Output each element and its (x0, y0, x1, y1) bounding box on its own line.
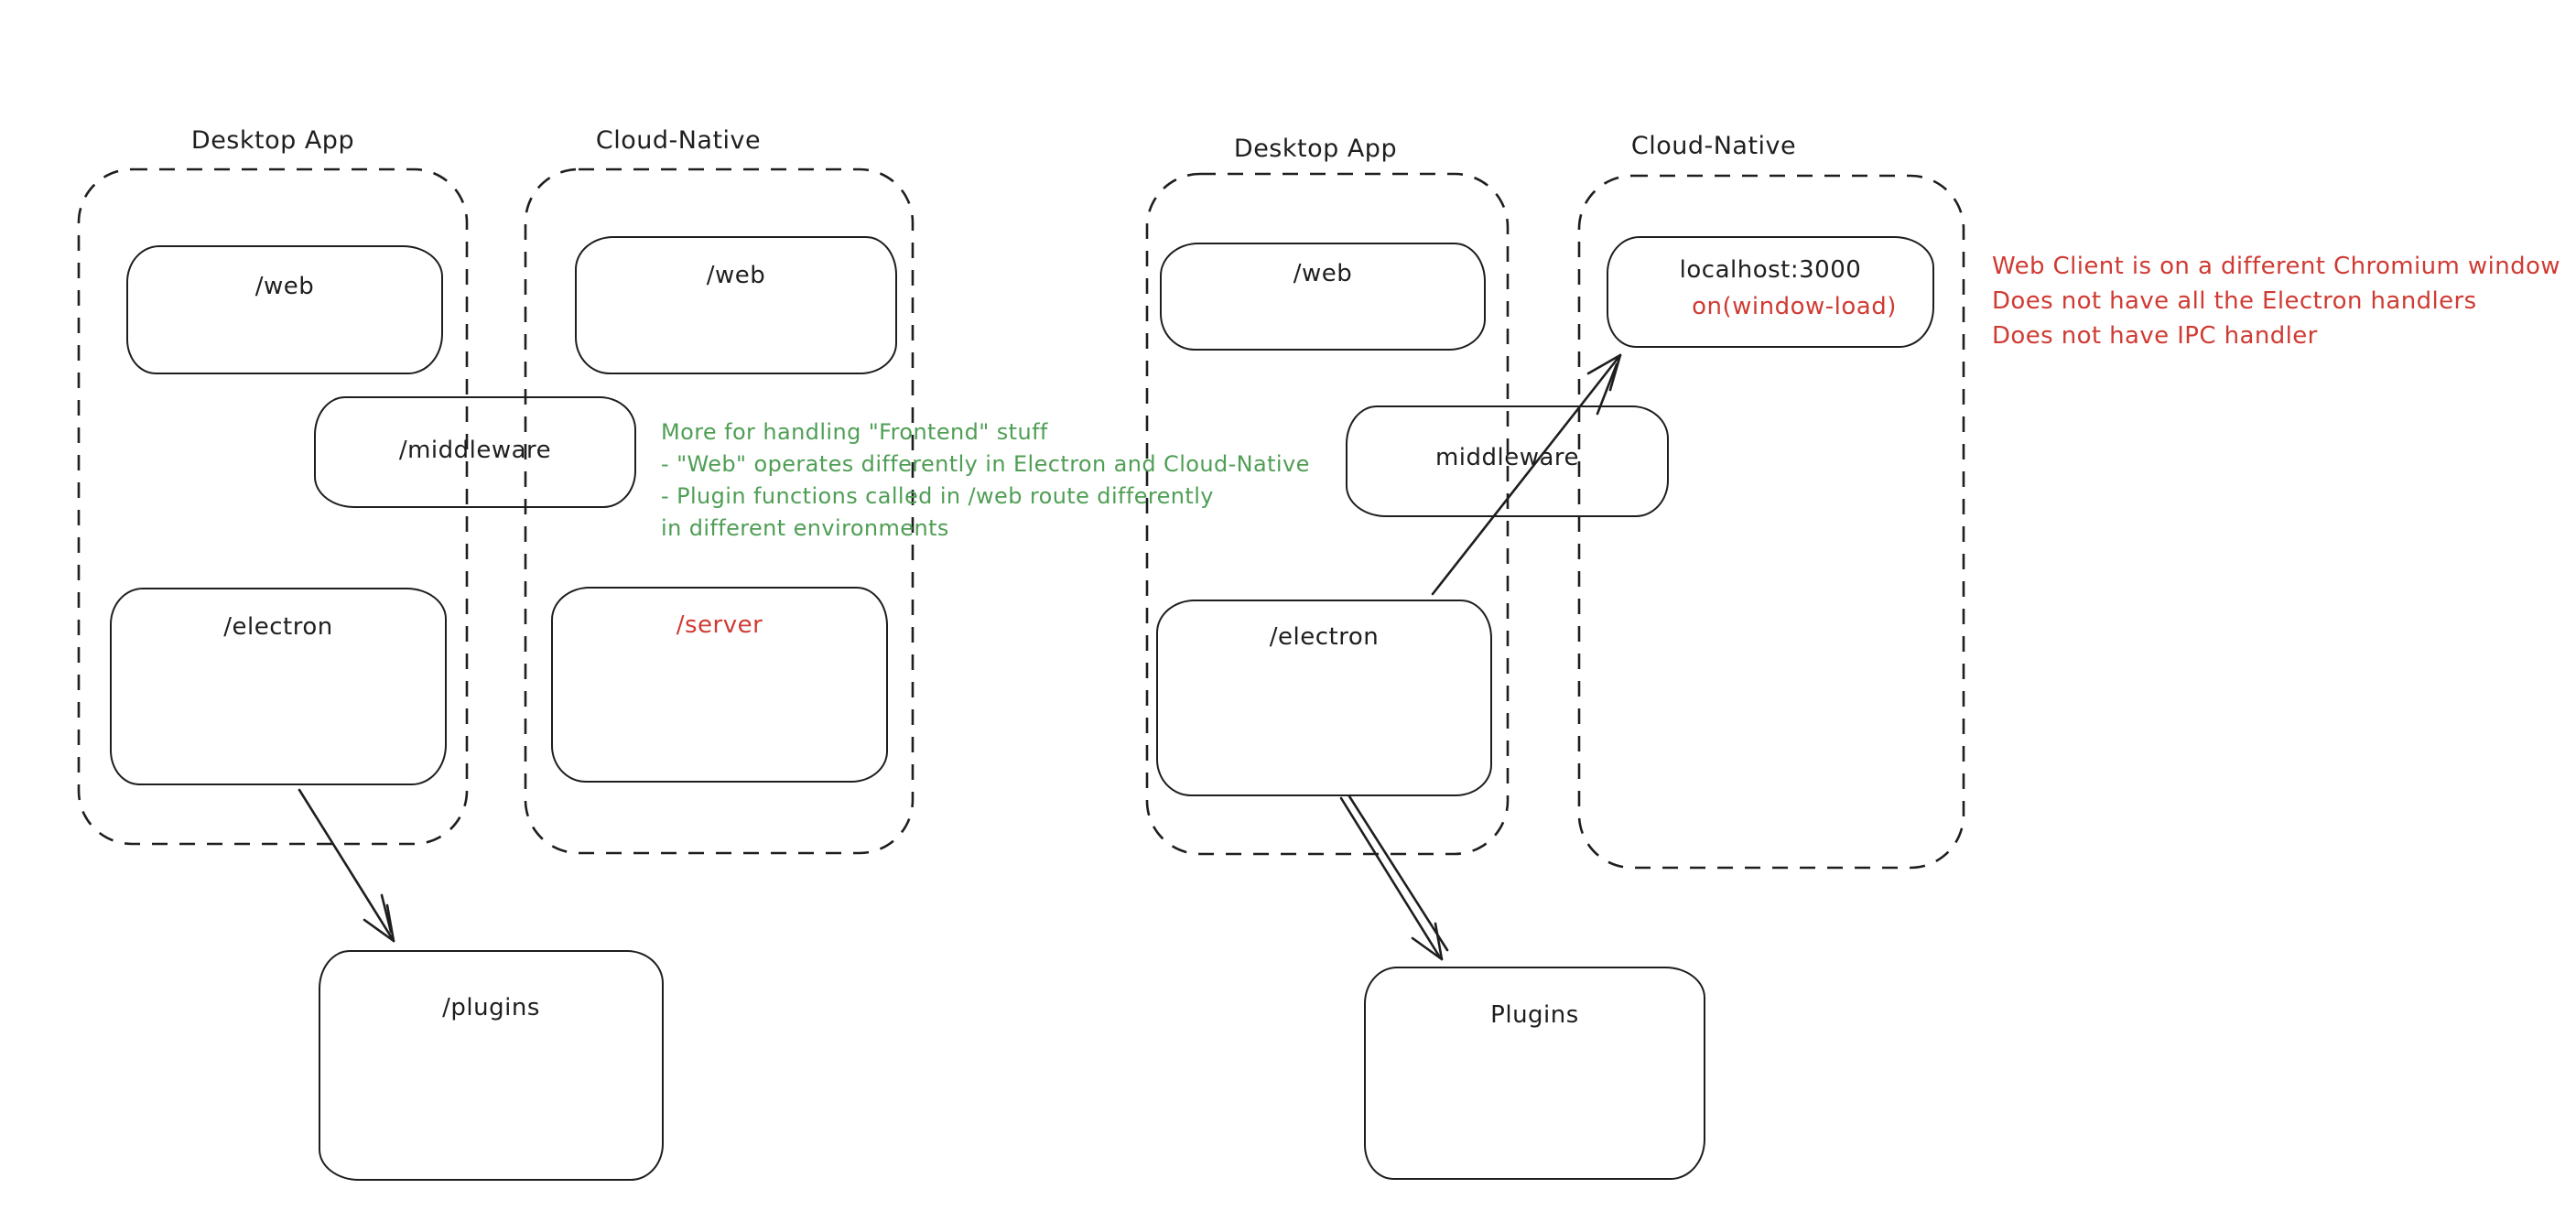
node-web-right: /web (1160, 243, 1486, 351)
left-desktop-app-title: Desktop App (190, 126, 355, 155)
right-cloud-native-title: Cloud-Native (1630, 132, 1797, 160)
node-label: /web (1293, 260, 1353, 287)
node-electron-left: /electron (110, 588, 447, 785)
node-middleware-left: /middleware (314, 396, 636, 508)
node-label: /plugins (442, 994, 540, 1021)
red-note-line-2: Does not have all the Electron handlers (1992, 287, 2477, 315)
node-server: /server (551, 587, 888, 783)
node-middleware-right: middleware (1346, 405, 1669, 517)
right-desktop-app-title: Desktop App (1233, 135, 1398, 163)
node-label: middleware (1434, 444, 1580, 471)
node-label: /electron (223, 613, 333, 641)
node-label: /server (676, 611, 763, 639)
arrow-electron-to-plugins-left (298, 788, 395, 943)
node-plugins-left: /plugins (319, 950, 664, 1181)
node-web-desktop-left: /web (126, 245, 443, 374)
green-note-line-3: - Plugin functions called in /web route … (661, 483, 1214, 509)
node-label: Plugins (1490, 1001, 1579, 1029)
node-electron-right: /electron (1156, 600, 1492, 796)
node-label: /electron (1269, 623, 1380, 651)
green-note-line-4: in different environments (661, 515, 949, 541)
red-note: Web Client is on a different Chromium wi… (1992, 249, 2560, 353)
arrow-electron-to-plugins-right (1339, 794, 1449, 961)
node-web-cloud-left: /web (575, 236, 897, 374)
node-label: /web (254, 273, 315, 300)
node-label: /middleware (398, 437, 552, 464)
node-label: localhost:3000 (1679, 256, 1862, 284)
red-note-line-1: Web Client is on a different Chromium wi… (1992, 253, 2560, 280)
left-cloud-native-title: Cloud-Native (595, 126, 762, 155)
node-sub-label: on(window-load) (1692, 293, 1897, 320)
node-label: /web (706, 262, 766, 289)
node-plugins-right: Plugins (1364, 967, 1705, 1180)
green-note: More for handling "Frontend" stuff - "We… (661, 416, 1310, 545)
node-localhost-3000: localhost:3000 on(window-load) (1607, 236, 1934, 348)
green-note-line-2: - "Web" operates differently in Electron… (661, 451, 1310, 477)
green-note-line-1: More for handling "Frontend" stuff (661, 419, 1048, 445)
red-note-line-3: Does not have IPC handler (1992, 322, 2318, 350)
